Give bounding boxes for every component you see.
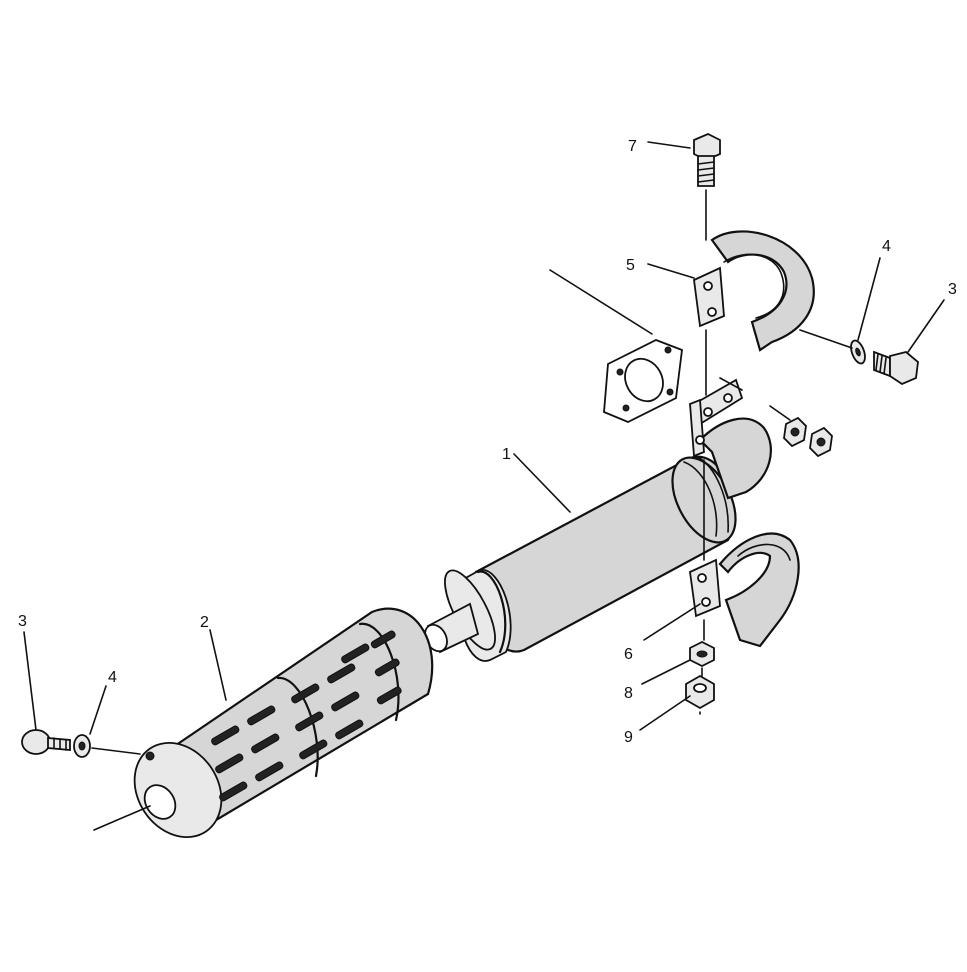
callout-6: 6 <box>624 646 633 663</box>
exhaust-elbow <box>689 378 772 500</box>
bolt-3-lower <box>21 729 71 755</box>
callout-2: 2 <box>200 614 209 631</box>
flange-nuts <box>783 416 833 458</box>
callout-7: 7 <box>628 138 637 155</box>
screen-cylinder <box>133 607 434 839</box>
screen-slots <box>211 630 402 802</box>
bolt-3-upper <box>873 350 919 386</box>
flange-gasket <box>603 339 683 423</box>
callout-3-upper: 3 <box>948 281 957 298</box>
leader-lines <box>23 141 945 831</box>
callout-4-upper: 4 <box>882 238 891 255</box>
callout-9: 9 <box>624 729 633 746</box>
callout-3-lower: 3 <box>18 613 27 630</box>
callout-4-lower: 4 <box>108 669 117 686</box>
nut-9 <box>685 674 715 710</box>
callout-labels: 7 5 4 3 1 2 3 4 6 8 9 <box>18 138 957 746</box>
bolt-7 <box>693 133 721 187</box>
washer-4-lower <box>73 734 91 758</box>
callout-1: 1 <box>502 446 511 463</box>
callout-8: 8 <box>624 685 633 702</box>
upper-clamp-half <box>693 230 815 352</box>
muffler <box>424 455 737 662</box>
callout-5: 5 <box>626 257 635 274</box>
washer-4-upper <box>850 339 866 365</box>
nut-8 <box>689 640 715 668</box>
lower-clamp-half <box>689 532 800 648</box>
